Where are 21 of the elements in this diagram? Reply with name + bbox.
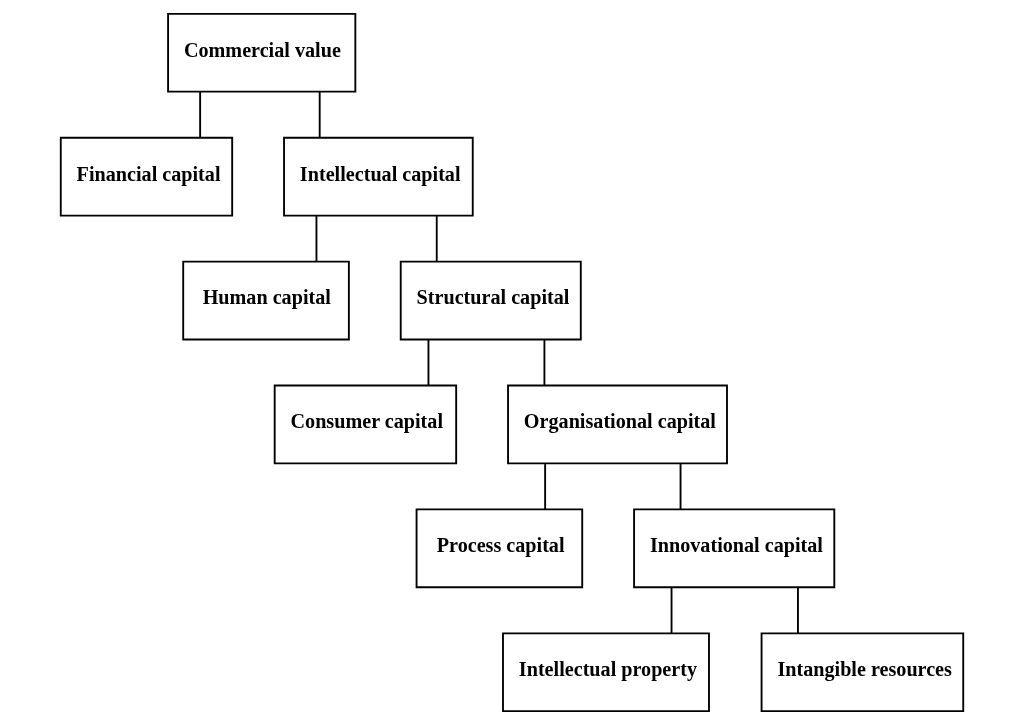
node-box: Process capital — [415, 508, 583, 589]
node-box: Financial capital — [59, 136, 233, 217]
node-box: Innovational capital — [632, 508, 835, 589]
connector — [796, 586, 799, 635]
node-box: Intellectual property — [501, 632, 710, 713]
connector — [542, 338, 545, 387]
connector — [427, 338, 429, 387]
node-box: Structural capital — [399, 260, 582, 341]
node-box: Human capital — [181, 260, 350, 341]
connector — [318, 91, 321, 139]
connector — [198, 91, 201, 139]
node-box: Organisational capital — [506, 384, 728, 465]
connector — [315, 214, 317, 263]
node-box: Consumer capital — [273, 384, 457, 465]
node-box: Intangible resources — [760, 632, 964, 713]
connector — [670, 586, 672, 635]
node-box: Intellectual capital — [282, 136, 474, 217]
connector — [679, 462, 681, 511]
connector — [435, 214, 438, 263]
connector — [543, 462, 546, 511]
node-box: Commercial value — [166, 12, 356, 93]
